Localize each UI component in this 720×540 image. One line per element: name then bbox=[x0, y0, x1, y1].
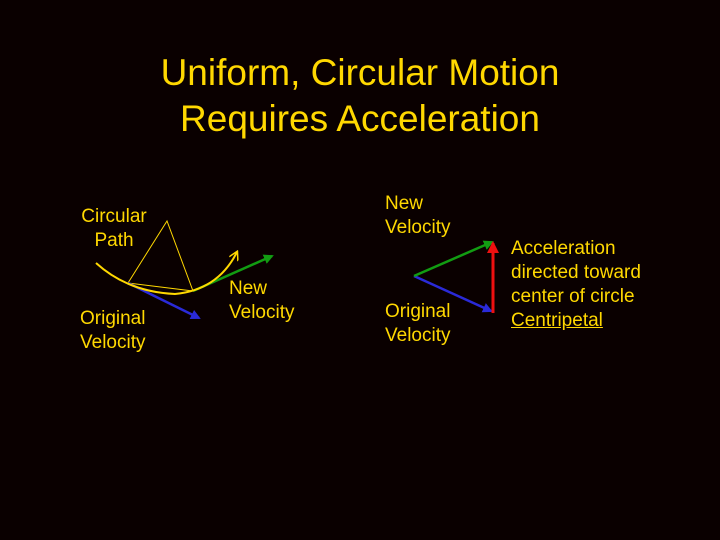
left-original-velocity-label-line-1: Original bbox=[80, 308, 146, 329]
original-velocity-vector bbox=[413, 274, 493, 313]
right-original-velocity-label: Original Velocity bbox=[385, 300, 450, 348]
right-new-velocity-label-line-1: New bbox=[385, 193, 424, 214]
title-line-2: Requires Acceleration bbox=[180, 98, 540, 139]
left-new-velocity-label-line-1: New bbox=[229, 278, 268, 299]
new-velocity-vector bbox=[413, 240, 494, 278]
slide-title: Uniform, Circular Motion Requires Accele… bbox=[0, 50, 720, 142]
acceleration-label: Acceleration directed toward center of c… bbox=[511, 237, 641, 333]
circular-path-label-line-1: Circular bbox=[81, 206, 147, 227]
right-new-velocity-label: New Velocity bbox=[385, 192, 450, 240]
left-diagram bbox=[95, 219, 274, 320]
right-diagram bbox=[413, 240, 499, 313]
acceleration-label-line-2: directed toward bbox=[511, 262, 641, 283]
acceleration-label-line-1: Acceleration bbox=[511, 238, 616, 259]
acceleration-label-line-3: center of circle bbox=[511, 286, 635, 307]
right-new-velocity-label-line-2: Velocity bbox=[385, 217, 451, 238]
centripetal-label: Centripetal bbox=[511, 310, 603, 331]
left-original-velocity-label-line-2: Velocity bbox=[80, 332, 146, 353]
circular-path-label: Circular Path bbox=[76, 205, 152, 253]
left-new-velocity-label-line-2: Velocity bbox=[229, 302, 295, 323]
left-new-velocity-label: New Velocity bbox=[229, 277, 294, 325]
left-original-velocity-label: Original Velocity bbox=[80, 307, 145, 355]
circular-path-label-line-2: Path bbox=[94, 230, 134, 251]
right-original-velocity-label-line-1: Original bbox=[385, 301, 451, 322]
circular-path-arc bbox=[95, 252, 237, 296]
right-original-velocity-label-line-2: Velocity bbox=[385, 325, 451, 346]
radius-triangle bbox=[127, 219, 194, 292]
title-line-1: Uniform, Circular Motion bbox=[160, 52, 560, 93]
